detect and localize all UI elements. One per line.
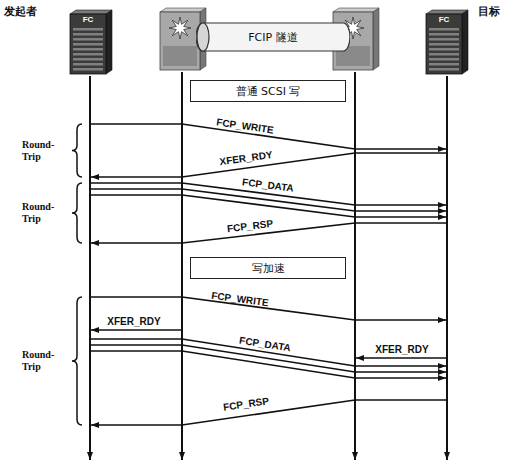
phase-title: 普通 SCSI 写 [236, 84, 301, 99]
switch-top [160, 8, 206, 12]
initiator-device: 发起者FC [68, 10, 114, 76]
server-front [70, 14, 106, 74]
phase-box: 写加速 [190, 257, 346, 279]
server-slot [429, 33, 459, 36]
server-slot [73, 33, 103, 36]
server-top [426, 10, 468, 14]
server-icon [70, 10, 112, 74]
round-trip-brace [72, 124, 82, 177]
message-arrow [90, 351, 446, 378]
server-side [106, 10, 112, 74]
server-slot [73, 28, 103, 31]
tunnel-label: FCIP 隧道 [248, 30, 297, 45]
lifeline [354, 72, 356, 460]
round-trip-brace [72, 183, 82, 243]
switch-side [373, 8, 379, 70]
round-trip-label: Round- Trip [22, 139, 62, 163]
round-trip-label: Round- Trip [22, 349, 62, 373]
messages [90, 124, 447, 425]
message-arrow [91, 329, 182, 331]
phase-title: 写加速 [252, 261, 285, 276]
server-slots [429, 28, 459, 71]
server-slot [73, 53, 103, 56]
server-slot [73, 58, 103, 61]
device-heading: 目标 [478, 4, 500, 19]
server-icon [426, 10, 468, 74]
device-tag: FC [426, 15, 462, 24]
message-name: FCP_RSP [222, 395, 269, 412]
message-arrow [356, 357, 447, 359]
server-slot [73, 38, 103, 41]
server-slot [429, 68, 459, 71]
braces [72, 124, 82, 425]
server-side [462, 10, 468, 74]
server-slots [73, 28, 103, 71]
server-slot [429, 58, 459, 61]
tunnel-end [197, 23, 209, 51]
server-slot [429, 53, 459, 56]
switch-top [333, 8, 379, 12]
message-name: XFER_RDY [219, 149, 273, 167]
server-slot [429, 43, 459, 46]
server-slot [73, 63, 103, 66]
fcip-tunnel: FCIP 隧道 [196, 22, 350, 52]
switch-logo [169, 17, 191, 39]
server-front [426, 14, 462, 74]
server-slot [73, 43, 103, 46]
phase-box: 普通 SCSI 写 [190, 80, 346, 102]
server-top [70, 10, 112, 14]
server-slot [429, 48, 459, 51]
lifelines [90, 72, 447, 460]
round-trip-brace [72, 297, 82, 425]
tunnel-body [196, 23, 350, 51]
server-slot [73, 68, 103, 71]
server-slot [429, 28, 459, 31]
lifeline [446, 76, 448, 460]
message-arrow [90, 189, 446, 211]
round-trip-label: Round- Trip [22, 201, 62, 225]
target-device: 目标FC [424, 10, 470, 76]
lifeline [181, 72, 183, 460]
device-heading: 发起者 [4, 4, 37, 19]
message-name: XFER_RDY [107, 316, 160, 327]
lifeline [89, 76, 91, 460]
server-slot [429, 63, 459, 66]
message-name: FCP_DATA [239, 335, 292, 354]
message-name: XFER_RDY [375, 344, 428, 355]
server-slot [429, 38, 459, 41]
device-tag: FC [70, 15, 106, 24]
switch-front [160, 12, 200, 70]
switch-panel [163, 46, 197, 66]
server-slot [73, 48, 103, 51]
message-arrow [90, 195, 446, 217]
message-name: FCP_RSP [226, 218, 273, 234]
